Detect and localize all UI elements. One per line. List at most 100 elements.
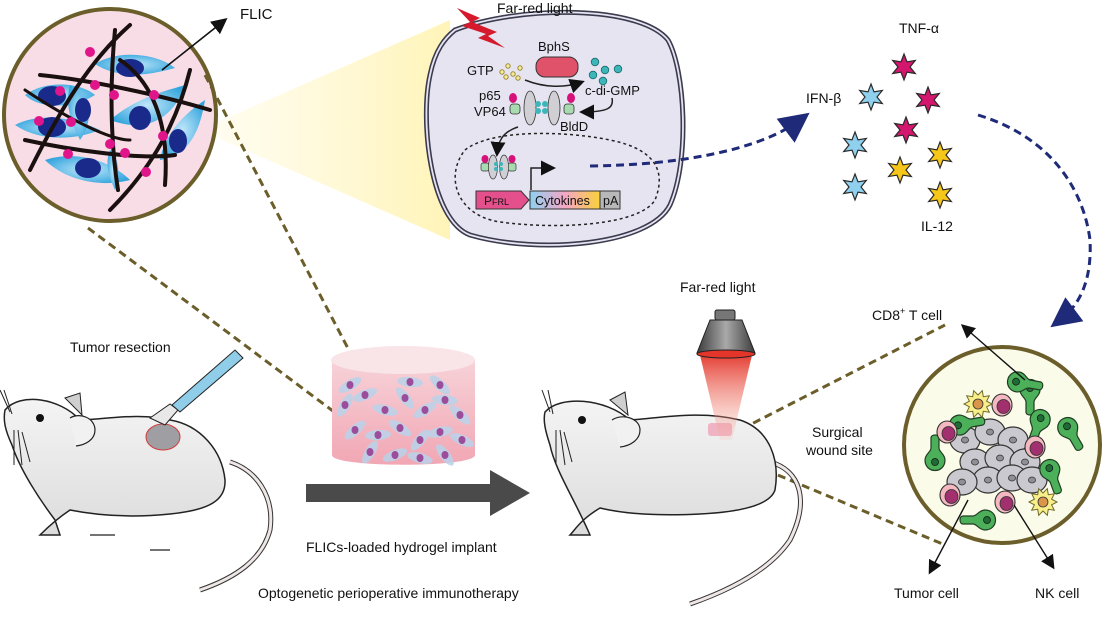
hydrogel-cell (362, 440, 378, 464)
hydrogel-cell (432, 394, 458, 406)
cytokine-star-ifn- (858, 82, 884, 112)
surgical-wound-label-2: wound site (805, 442, 873, 458)
hydrogel-cell (413, 401, 437, 419)
gtp-label: GTP (467, 63, 494, 78)
tumor-microenvironment-circle (902, 345, 1102, 545)
cd8-t-cell-label: CD8+ T cell (872, 306, 942, 323)
gtp-to-cdigmp-arrow (524, 78, 585, 94)
nk-pointer-arrow (1013, 504, 1055, 570)
gtp-molecules (499, 63, 523, 81)
promoter-label: PFRL (484, 194, 509, 208)
tumor-mass (145, 423, 181, 451)
dendritic-cell (962, 389, 994, 419)
nk-cell (939, 483, 961, 507)
far-red-lightning-icon (457, 8, 505, 48)
secretion-flow-arrow (589, 112, 810, 168)
hydrogel-cell (449, 405, 471, 425)
cdigmp-to-bldd-arrow (579, 97, 614, 120)
immune-activation-arrow (977, 113, 1092, 328)
hydrogel-implant-label: FLICs-loaded hydrogel implant (306, 539, 497, 555)
bphs-enzyme (535, 56, 579, 78)
nk-cell (991, 393, 1013, 417)
cytokine-star-ifn- (842, 130, 868, 160)
il12-label: IL-12 (921, 218, 953, 234)
cd8-t-cell (924, 434, 946, 472)
process-arrow (306, 470, 530, 516)
cytokine-star-tnf- (893, 115, 919, 145)
tnf-alpha-label: TNF-α (899, 20, 939, 36)
tumor-pointer-arrow (928, 499, 969, 575)
hydrogel-cell (395, 387, 415, 409)
scalpel-icon (149, 349, 244, 426)
cytokine-star-ifn- (842, 172, 868, 202)
crosslink-dots (34, 47, 168, 177)
cytokine-star-il-12 (887, 155, 913, 185)
hydrogel-cell (449, 433, 475, 447)
bldd-complex (509, 90, 575, 126)
dendritic-cell (1027, 487, 1059, 517)
c-di-gmp-label: c-di-GMP (585, 83, 640, 98)
cytokine-star-il-12 (927, 180, 953, 210)
hydrogel-cell (388, 419, 412, 437)
flic-label: FLIC (240, 6, 273, 23)
hydrogel-cell (352, 388, 378, 402)
tumor-resection-label: Tumor resection (70, 339, 171, 355)
nucleus-outline (454, 132, 660, 227)
cytokine-star-il-12 (927, 140, 953, 170)
cytokine-star-tnf- (891, 52, 917, 82)
hydrogel-cell (372, 404, 398, 416)
mouse-treated (541, 389, 803, 607)
flic-zoom-circle (2, 7, 218, 223)
cytokines-gene-label: Cytokines (535, 194, 590, 208)
hydrogel-cell (407, 452, 433, 464)
hydrogel-cell (429, 375, 451, 395)
nk-cell (1024, 435, 1046, 459)
tumor-cell-label: Tumor cell (894, 585, 959, 601)
hydrogel-cell (344, 420, 366, 440)
cd8-t-cell (1007, 371, 1044, 393)
hydrogel-cell (365, 429, 391, 441)
nk-cell (994, 490, 1016, 514)
far-red-lamp-icon (696, 309, 756, 440)
bldd-label: BldD (560, 119, 588, 134)
hydrogel-cell (397, 376, 423, 388)
nk-cell-label: NK cell (1035, 585, 1079, 601)
hydrogel-cell (338, 377, 362, 393)
promoter-pfrl (475, 190, 530, 210)
far-red-light-lamp-label: Far-red light (680, 279, 756, 295)
cd8-t-cell (1039, 458, 1063, 495)
hydrogel-cell (436, 444, 454, 466)
cd8-t-cell (949, 414, 986, 436)
hydrogel-cell (382, 448, 408, 462)
immune-cells (924, 371, 1084, 531)
vp64-label: VP64 (474, 104, 506, 119)
p65-label: p65 (479, 88, 501, 103)
hydrogel-cells (337, 375, 475, 466)
hydrogel-implant (331, 346, 475, 466)
cd8-t-cell (1057, 417, 1084, 451)
ifn-beta-label: IFN-β (806, 90, 841, 106)
hydrogel-cell (427, 426, 453, 438)
hydrogel-fibers (23, 23, 212, 212)
flic-pointer-arrow (161, 18, 228, 71)
far-red-light-label-top: Far-red light (497, 0, 573, 16)
cd8-pointer-arrow (960, 324, 1026, 381)
surgical-wound-label-1: Surgical (812, 424, 863, 440)
magnification-beam (200, 20, 450, 240)
bphs-label: BphS (538, 39, 570, 54)
hydrogel-cell (410, 429, 430, 451)
bldd-to-promoter-arrow (490, 126, 519, 157)
cytokine-star-tnf- (915, 85, 941, 115)
cytokine-stars (842, 52, 953, 210)
polya-label: pA (603, 194, 619, 208)
bound-bldd-complex (480, 154, 517, 180)
hydrogel-cell (337, 393, 353, 417)
nk-cell (936, 420, 958, 444)
transcription-start-arrow (530, 160, 556, 190)
polya-signal (599, 190, 621, 210)
mouse-tumor-resection (0, 389, 274, 593)
cd8-t-cell (959, 509, 997, 531)
page-title: Optogenetic perioperative immunotherapy (258, 585, 519, 601)
c-di-gmp-molecules (588, 57, 623, 86)
